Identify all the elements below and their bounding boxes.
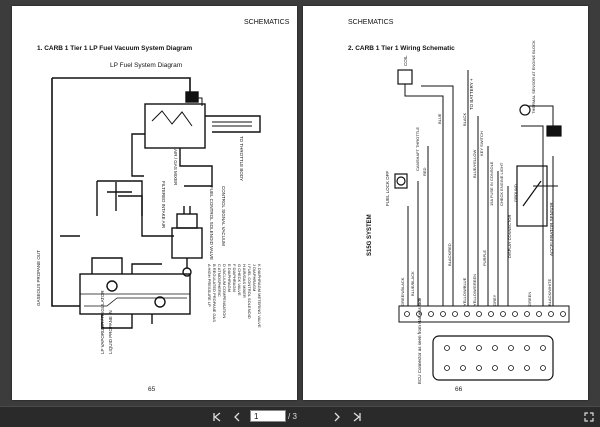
page-number-input[interactable]: 1 — [250, 410, 286, 422]
legend-item: H AIR/GAS MIXER — [242, 264, 247, 298]
wire-label-yellow-blue: YELLOW/BLUE — [462, 277, 467, 306]
document-page-66: SCHEMATICS 2. CARB 1 Tier 1 Wiring Schem… — [303, 6, 588, 400]
legend-item: K DIAPHRAGM METERING VALVE — [257, 264, 262, 328]
legend-item: E DIAPHRAGM — [227, 264, 232, 292]
legend-item: G CHECK VALVE — [237, 264, 242, 296]
label-filtered-intake-air: FILTERED INTAKE AIR — [161, 181, 166, 229]
label-air-gas-mixer: AIR / GAS MIXER — [173, 149, 178, 186]
label-gaseous-propane-out: GASEOUS PROPANE OUT — [36, 250, 41, 306]
page-header: SCHEMATICS — [348, 19, 394, 26]
label-thermal-sensor: THERMAL SENSOR AT ENGINE BLOCK — [531, 40, 536, 114]
label-system: S15G SYSTEM — [367, 214, 373, 256]
chevron-right-icon — [334, 412, 340, 422]
last-page-button[interactable] — [350, 410, 364, 424]
previous-page-button[interactable] — [230, 410, 244, 424]
label-control-signal-vacuum: CONTROL SIGNAL VACUUM — [221, 186, 226, 246]
wire-label-blue-black: BLUE/BLACK — [410, 271, 415, 296]
last-page-icon — [353, 412, 361, 422]
first-page-icon — [213, 412, 221, 422]
legend-item: F DIAPHRAGM — [232, 264, 237, 292]
fuel-control-solenoid — [171, 227, 203, 259]
vacuum-line-left — [51, 78, 80, 307]
diagram-title: LP Fuel System Diagram — [110, 62, 182, 69]
label-key-switch: KEY SWITCH — [479, 131, 484, 156]
vacuum-line-top — [52, 77, 191, 94]
label-ecu-connector: ECU Connector as seen from Harness side — [417, 297, 422, 384]
wire-label-green: GREEN — [527, 292, 532, 306]
lp-fuel-vacuum-diagram: LP Fuel System Diagram AIR / GAS MIXER T… — [36, 62, 262, 354]
label-display-connector: DISPLAY CONNECTOR — [507, 215, 512, 258]
label-liquid-propane-in: LIQUID PROPANE IN — [108, 310, 113, 354]
label-accelerator-sensor: ACCELERATOR SENSOR — [549, 202, 554, 256]
fuel-lock-off — [394, 173, 408, 189]
label-to-battery: TO BATTERY + — [469, 78, 474, 110]
thermal-sensor — [519, 104, 562, 137]
ecu-pin-row — [404, 311, 566, 317]
viewer-toolbar: 1 / 3 — [0, 406, 600, 427]
label-camshaft-throttle: CAMSHAFT THROTTLE — [415, 127, 420, 171]
ecu-connector-strip — [398, 305, 570, 323]
wire-label-purple: PURPLE — [482, 250, 487, 266]
ecu-connector-face — [432, 335, 554, 381]
wire-label-blue: BLUE — [437, 113, 442, 124]
legend-item: I FUEL CONTROL SOLENOID — [247, 264, 252, 319]
wire-label-grey: GREY — [492, 294, 497, 306]
wire-label-black: BLACK — [462, 113, 467, 126]
air-gas-mixer — [131, 91, 261, 187]
section-title: 2. CARB 1 Tier 1 Wiring Schematic — [348, 45, 455, 52]
wire-label-green-black: GREEN/BLACK — [400, 277, 405, 306]
section-title: 1. CARB 1 Tier 1 LP Fuel Vacuum System D… — [37, 45, 193, 52]
fullscreen-button[interactable] — [582, 410, 596, 424]
wire-label-yellow-green: YELLOW/GREEN — [472, 274, 477, 306]
legend-item: A HIGH PRESSURE LP — [207, 264, 212, 307]
first-page-button[interactable] — [210, 410, 224, 424]
label-fuel-control-solenoid: FUEL CONTROL SOLENOID VALVE — [209, 186, 214, 260]
page-number: 65 — [148, 386, 156, 393]
next-page-button[interactable] — [330, 410, 344, 424]
label-to-throttle-body: TO THROTTLE BODY — [239, 136, 244, 181]
coil — [397, 69, 413, 85]
legend-item: D VACUUM COMPENSATION — [222, 264, 227, 318]
legend: A HIGH PRESSURE LP B REGULATED PROPANE G… — [207, 264, 262, 328]
chevron-left-icon — [234, 412, 240, 422]
document-page-65: SCHEMATICS 1. CARB 1 Tier 1 LP Fuel Vacu… — [12, 6, 297, 400]
current-page-value: 1 — [254, 411, 259, 421]
legend-item: B REGULATED PROPANE GAS — [212, 264, 217, 322]
page-header: SCHEMATICS — [244, 19, 290, 26]
label-lp-vaporizer: LP VAPORIZER / REGULATOR — [100, 290, 105, 354]
legend-item: J DIAPHRAGM — [252, 264, 257, 291]
label-fuel-lock-off: FUEL LOCK OFF — [385, 171, 390, 206]
label-fuse: 15A FUSE IN CONSOLE — [489, 161, 494, 206]
label-ground: GROUND — [513, 184, 518, 202]
label-check-engine: CHECK ENGINE LIGHT — [499, 162, 504, 206]
lp-vaporizer-regulator — [79, 257, 191, 329]
legend-item: C ATMOSPHERIC — [217, 264, 222, 297]
wire-label-black-white: BLACK/WHITE — [547, 279, 552, 306]
wire-label-red: RED — [422, 167, 427, 176]
page-total: / 3 — [288, 412, 297, 421]
page-number: 66 — [455, 386, 463, 393]
wire-label-black-red: BLACK/RED — [447, 243, 452, 266]
fullscreen-icon — [584, 412, 594, 422]
accelerator-sensor — [516, 165, 548, 227]
wiring-schematic: COIL THERMAL SENSOR AT ENGINE BLOCK TO B… — [367, 40, 570, 384]
label-coil: COIL — [403, 55, 408, 66]
wire-label-blue-yellow: BLUE/YELLOW — [472, 150, 477, 178]
